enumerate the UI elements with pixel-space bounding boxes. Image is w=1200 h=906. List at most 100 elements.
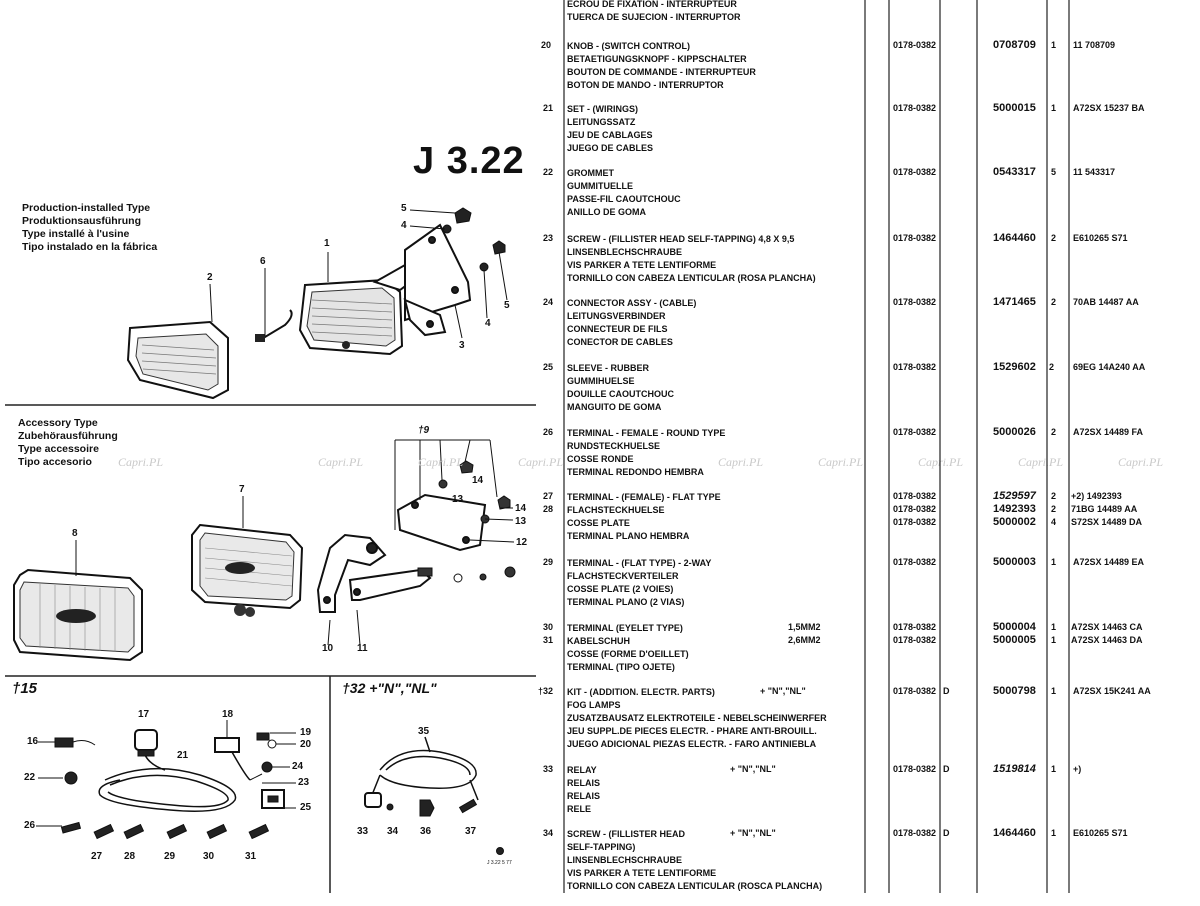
page-id: J 3.22: [413, 140, 525, 182]
watermark: Capri.PL: [718, 455, 764, 469]
row-spec: + "N","NL": [730, 828, 776, 838]
callout: 12: [516, 537, 528, 548]
row-desc-line: SCREW - (FILLISTER HEAD: [567, 829, 685, 839]
row-ref: 23: [543, 233, 554, 243]
row-ford-number: S72SX 14489 DA: [1071, 517, 1143, 527]
row-date: 0178-0382: [893, 635, 937, 645]
row-ford-number: 11 708709: [1073, 40, 1116, 50]
callout: 28: [124, 851, 136, 862]
row-ford-number: A72SX 14463 DA: [1071, 635, 1143, 645]
row-ford-number: 11 543317: [1073, 167, 1116, 177]
row-part-number: 5000026: [993, 426, 1036, 438]
row-desc-line: RELAIS: [567, 778, 601, 788]
row-ford-number: A72SX 15237 BA: [1073, 103, 1145, 113]
row-desc-line: ANILLO DE GOMA: [567, 207, 646, 217]
row-desc-line: TORNILLO CON CABEZA LENTICULAR (ROSCA PL…: [567, 881, 823, 891]
box-32-label: †32 +"N","NL": [342, 680, 437, 696]
row-desc-line: VIS PARKER A TETE LENTIFORME: [567, 868, 717, 878]
row-desc-line: TORNILLO CON CABEZA LENTICULAR (ROSA PLA…: [567, 273, 816, 283]
row-ford-number: 71BG 14489 AA: [1071, 504, 1138, 514]
row-ref: 21: [543, 103, 554, 113]
callout: 25: [300, 802, 312, 813]
callout: 5: [504, 300, 510, 311]
row-desc-line: JEU SUPPL.DE PIECES ELECTR. - PHARE ANTI…: [567, 726, 817, 736]
callout: 14: [515, 503, 527, 514]
row-qty: 1: [1051, 686, 1057, 696]
nuts-drawing: [209, 207, 508, 339]
label-en: Accessory Type: [18, 417, 98, 429]
callout: 6: [260, 256, 266, 267]
callout: 26: [24, 820, 36, 831]
row-date: 0178-0382: [893, 427, 937, 437]
callout: 4: [485, 318, 491, 329]
row-qty: 1: [1051, 103, 1057, 113]
row-qty: 1: [1051, 764, 1057, 774]
row-desc-line: LEITUNGSVERBINDER: [567, 311, 666, 321]
row-desc-line: JUEGO DE CABLES: [567, 143, 654, 153]
watermark: Capri.PL: [818, 455, 864, 469]
callout: †9: [418, 425, 430, 436]
row-part-number: 5000015: [993, 102, 1036, 114]
callout: 14: [472, 475, 484, 486]
row-desc-line: SCREW - (FILLISTER HEAD SELF-TAPPING) 4,…: [567, 234, 795, 244]
row-part-number: 1492393: [993, 503, 1036, 515]
fog-lamp-2-drawing: [126, 320, 229, 400]
row-qty: 1: [1051, 828, 1057, 838]
callout: 37: [465, 826, 477, 837]
row-qty: 2: [1051, 427, 1057, 437]
row-part-number: 5000002: [993, 516, 1036, 528]
callout: 20: [300, 739, 312, 750]
row-qty: 1: [1051, 40, 1057, 50]
row-desc-line: FLACHSTECKHUELSE: [567, 505, 665, 515]
label-fr: Type accessoire: [18, 443, 99, 455]
label-es: Tipo instalado en la fábrica: [22, 241, 158, 253]
row-date: 0178-0382: [893, 167, 937, 177]
row-desc-line: RUNDSTECKHUELSE: [567, 441, 661, 451]
row-desc-line: TERMINAL REDONDO HEMBRA: [567, 467, 704, 477]
row-date: 0178-0382: [893, 622, 937, 632]
callout: 21: [177, 750, 189, 761]
row-ford-number: +2) 1492393: [1071, 491, 1122, 501]
callout: 8: [72, 528, 78, 539]
fog-kit-parts-drawing: [364, 792, 504, 855]
row-desc-line: TERMINAL PLANO (2 VIAS): [567, 597, 685, 607]
row-ref: 25: [543, 362, 554, 372]
row-ref: 27: [543, 491, 554, 501]
callout: 27: [91, 851, 103, 862]
callout: 23: [298, 777, 310, 788]
wiring-parts-drawing: [36, 720, 296, 840]
row-ref: 28: [543, 504, 554, 514]
callout: 13: [515, 516, 527, 527]
row-qty: 1: [1051, 635, 1057, 645]
row-date: 0178-0382: [893, 362, 937, 372]
row-qty: 2: [1051, 504, 1057, 514]
row-qty: 1: [1051, 557, 1057, 567]
row-desc-line: ECROU DE FIXATION - INTERRUPTEUR: [567, 0, 737, 9]
row-part-number: 5000003: [993, 556, 1036, 568]
bracket-10-11-12-drawing: [316, 493, 487, 613]
row-date: 0178-0382: [893, 491, 937, 501]
row-desc-line: COSSE PLATE (2 VOIES): [567, 584, 674, 594]
bracket-3-drawing: [372, 223, 472, 337]
watermark: Capri.PL: [1018, 455, 1064, 469]
row-part-number: 5000004: [993, 621, 1036, 633]
row-ref: 34: [543, 828, 554, 838]
row-date: 0178-0382: [893, 504, 937, 514]
production-type-label: Production-installed Type Produktionsaus…: [22, 202, 157, 254]
row-ref: †32: [538, 686, 554, 696]
row-date: 0178-0382: [893, 764, 937, 774]
callout: 19: [300, 727, 312, 738]
watermark: Capri.PL: [518, 455, 564, 469]
callout: 4: [401, 220, 407, 231]
row-desc-line: COSSE RONDE: [567, 454, 634, 464]
callout: 10: [322, 643, 334, 654]
row-qty: 2: [1051, 233, 1057, 243]
row-qty: 4: [1051, 517, 1057, 527]
row-date: 0178-0382: [893, 686, 937, 696]
row-date: 0178-0382: [893, 297, 937, 307]
row-desc-line: KABELSCHUH: [567, 636, 630, 646]
row-date: 0178-0382: [893, 40, 937, 50]
wiring-set-drawing: [98, 751, 251, 812]
row-ford-number: +): [1073, 764, 1082, 774]
